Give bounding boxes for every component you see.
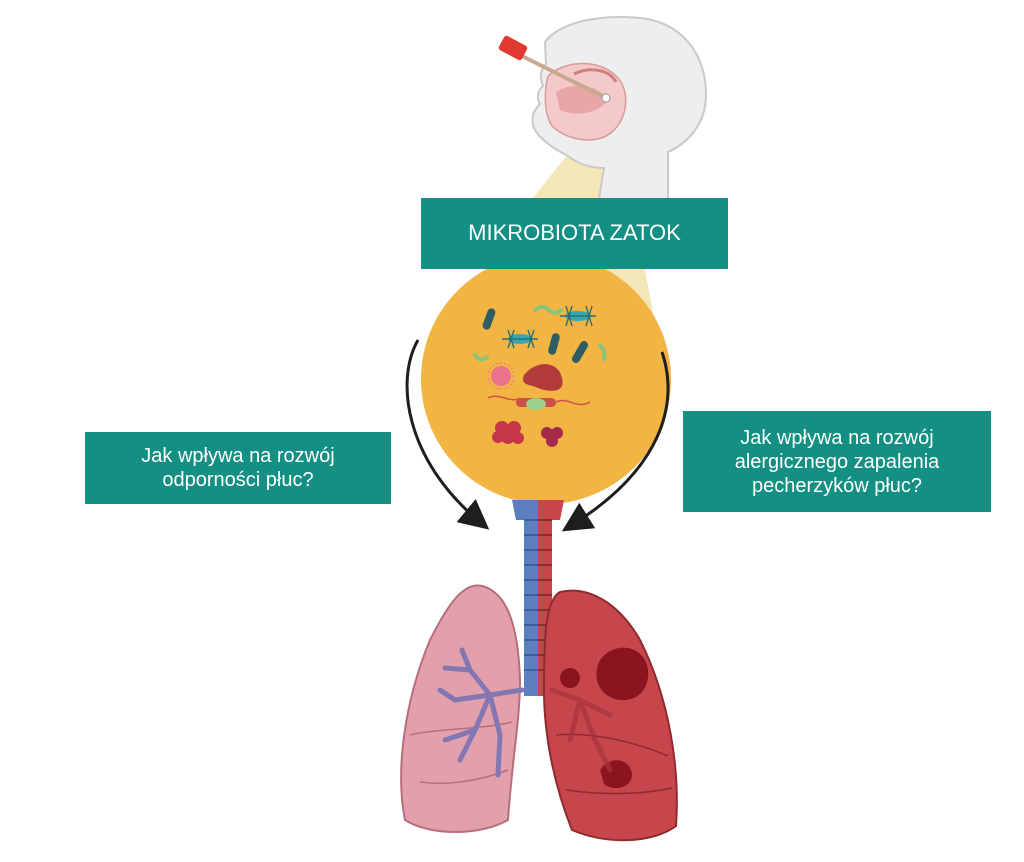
left-arrow-icon [405, 339, 490, 530]
question-right-label: Jak wpływa na rozwój alergicznego zapale… [683, 411, 991, 512]
lungs-icon [400, 500, 678, 842]
head-profile-icon [531, 16, 708, 206]
question-left-label: Jak wpływa na rozwój odporności płuc? [85, 432, 391, 504]
right-arrow-icon [561, 351, 670, 532]
nasal-swab-icon [498, 35, 611, 103]
bacteria-icon [473, 305, 607, 447]
title-label: MIKROBIOTA ZATOK [421, 198, 728, 269]
